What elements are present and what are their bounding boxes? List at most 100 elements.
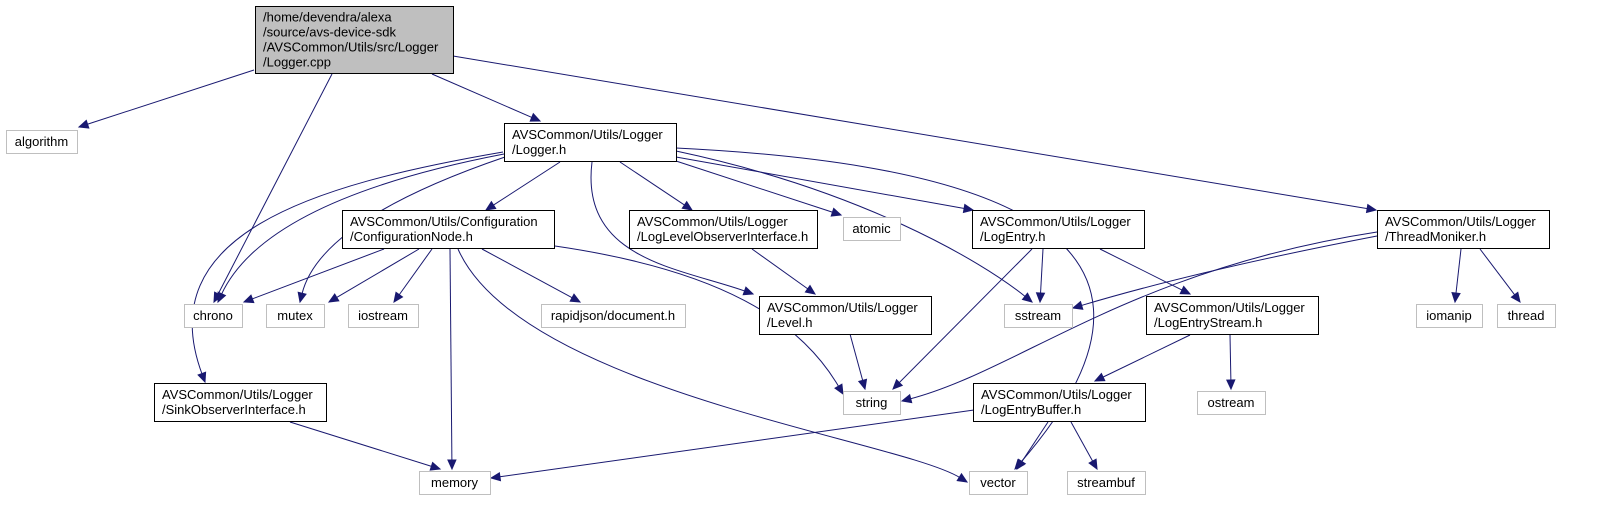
node-box: [969, 471, 1028, 495]
edge-arrowhead: [1093, 372, 1106, 382]
edge-configuration-node-to-string: [554, 245, 844, 396]
node-label-line: atomic: [852, 221, 891, 236]
edge-configuration-node-to-iostream: [393, 248, 433, 304]
node-box: [629, 210, 818, 249]
edge-line: [898, 248, 1033, 384]
edge-line: [86, 69, 255, 125]
edge-line: [1479, 248, 1516, 296]
edge-arrowhead: [447, 459, 457, 471]
edge-log-entry-to-sstream: [1035, 248, 1046, 304]
edge-line: [849, 333, 864, 382]
edge-line: [675, 156, 966, 210]
node-root[interactable]: /home/devendra/alexa/source/avs-device-s…: [255, 6, 454, 74]
edge-arrowhead: [217, 291, 227, 304]
node-label-line: AVSCommon/Utils/Logger: [637, 214, 788, 229]
node-label-line: /LogEntry.h: [980, 229, 1046, 244]
edge-arrowhead: [834, 383, 844, 396]
edge-arrowhead: [962, 203, 975, 214]
node-label-line: /home/devendra/alexa: [263, 10, 392, 25]
node-log-entry-buffer[interactable]: AVSCommon/Utils/Logger/LogEntryBuffer.h: [973, 383, 1146, 422]
node-label-line: ostream: [1208, 395, 1255, 410]
node-box: [759, 296, 932, 335]
edge-arrowhead: [1035, 292, 1046, 304]
node-label-line: mutex: [277, 308, 313, 323]
edge-arrowhead: [197, 371, 207, 384]
edge-arrowhead: [681, 200, 694, 211]
node-label-line: rapidjson/document.h: [551, 308, 675, 323]
edge-arrowhead: [393, 291, 404, 304]
node-log-entry[interactable]: AVSCommon/Utils/Logger/LogEntry.h: [972, 210, 1145, 249]
node-ostream: ostream: [1197, 391, 1266, 415]
node-label-line: /AVSCommon/Utils/src/Logger: [263, 40, 439, 55]
node-label-line: AVSCommon/Utils/Logger: [1385, 214, 1536, 229]
node-box: [973, 383, 1146, 422]
edge-root-to-logger-h: [431, 73, 542, 122]
node-vector: vector: [969, 471, 1028, 495]
node-layer: /home/devendra/alexa/source/avs-device-s…: [6, 6, 1556, 495]
edge-log-entry-stream-to-log-entry-buffer: [1093, 334, 1191, 382]
edge-line: [217, 73, 333, 296]
edge-arrowhead: [77, 119, 90, 129]
edge-arrowhead: [1021, 292, 1033, 303]
edge-arrowhead: [1088, 458, 1098, 471]
node-rapidjson: rapidjson/document.h: [541, 304, 686, 328]
node-label-line: /SinkObserverInterface.h: [162, 402, 306, 417]
edge-line: [1099, 248, 1184, 291]
edge-log-entry-stream-to-ostream: [1226, 334, 1236, 391]
edge-configuration-node-to-mutex: [327, 248, 420, 303]
node-label-line: chrono: [193, 308, 233, 323]
node-mutex: mutex: [266, 304, 325, 328]
edge-logger-h-to-log-level-observer: [619, 161, 694, 211]
node-box: [348, 304, 419, 328]
edge-line: [1040, 248, 1044, 295]
node-label-line: iomanip: [1426, 308, 1472, 323]
edge-line: [1020, 421, 1049, 463]
edge-arrowhead: [956, 472, 969, 483]
edge-line: [398, 248, 433, 296]
edge-line: [1101, 334, 1191, 378]
edge-line: [1229, 334, 1232, 382]
node-level-h[interactable]: AVSCommon/Utils/Logger/Level.h: [759, 296, 932, 335]
node-logger-h[interactable]: AVSCommon/Utils/Logger/Logger.h: [504, 123, 677, 162]
edge-line: [751, 248, 809, 290]
edge-log-level-observer-to-level-h: [751, 248, 817, 295]
edge-line: [220, 153, 505, 295]
node-label-line: /LogEntryBuffer.h: [981, 402, 1081, 417]
edge-line: [492, 161, 561, 207]
node-log-level-observer[interactable]: AVSCommon/Utils/Logger/LogLevelObserverI…: [629, 210, 818, 249]
node-configuration-node[interactable]: AVSCommon/Utils/Configuration/Configurat…: [342, 210, 555, 249]
node-sstream: sstream: [1004, 304, 1073, 328]
node-box: [1197, 391, 1266, 415]
edge-arrowhead: [1226, 379, 1236, 391]
node-label-line: /source/avs-device-sdk: [263, 25, 396, 40]
node-label-line: thread: [1508, 308, 1545, 323]
edge-logger-h-to-configuration-node: [484, 161, 561, 211]
edge-arrowhead: [242, 294, 255, 304]
edge-arrowhead: [529, 112, 542, 122]
node-sink-observer[interactable]: AVSCommon/Utils/Logger/SinkObserverInter…: [154, 383, 327, 422]
edge-line: [251, 248, 385, 300]
edge-arrowhead: [742, 286, 755, 296]
node-thread-moniker[interactable]: AVSCommon/Utils/Logger/ThreadMoniker.h: [1377, 210, 1550, 249]
edge-configuration-node-to-rapidjson: [481, 248, 582, 303]
edge-arrowhead: [857, 378, 868, 391]
node-box: [1416, 304, 1483, 328]
node-label-line: AVSCommon/Utils/Logger: [162, 387, 313, 402]
node-label-line: /Level.h: [767, 315, 813, 330]
edge-line: [431, 73, 533, 119]
node-box: [6, 130, 78, 154]
edge-thread-moniker-to-string: [900, 231, 1378, 404]
edge-logger-h-to-level-h: [590, 161, 755, 296]
node-box: [972, 210, 1145, 249]
node-label-line: streambuf: [1077, 475, 1135, 490]
edge-line: [452, 55, 1369, 210]
node-box: [266, 304, 325, 328]
node-log-entry-stream[interactable]: AVSCommon/Utils/Logger/LogEntryStream.h: [1146, 296, 1319, 335]
node-thread: thread: [1497, 304, 1556, 328]
edge-arrowhead: [1179, 285, 1192, 295]
node-string: string: [843, 391, 901, 415]
edge-line: [289, 421, 433, 468]
node-box: [1067, 471, 1146, 495]
node-streambuf: streambuf: [1067, 471, 1146, 495]
node-label-line: iostream: [358, 308, 408, 323]
